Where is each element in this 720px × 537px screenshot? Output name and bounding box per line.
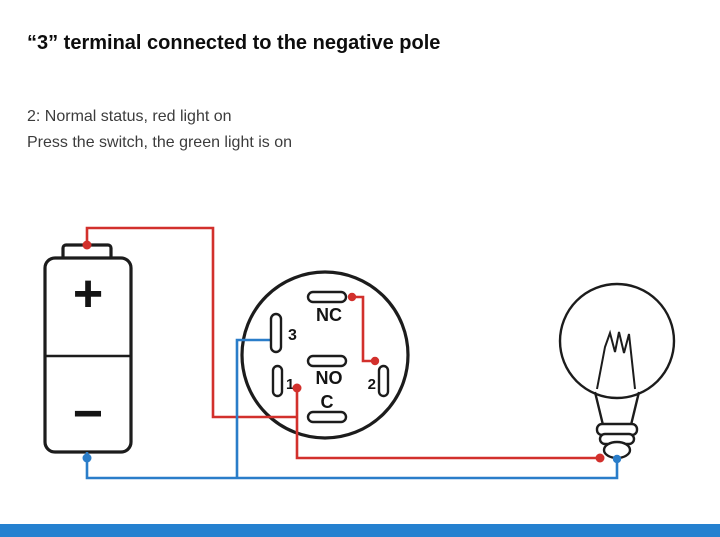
note-line-2: Press the switch, the green light is on: [27, 134, 293, 151]
dot-terminal-2: [370, 356, 380, 366]
battery-plus-label: +: [73, 265, 103, 323]
diagram-title: “3” terminal connected to the negative p…: [27, 32, 441, 54]
dot-battery-negative: [82, 453, 92, 463]
note-line-1: 2: Normal status, red light on: [27, 108, 232, 125]
dot-nc-contact: [347, 292, 357, 302]
bottom-bar: [0, 524, 720, 537]
battery: + −: [43, 243, 133, 454]
terminal-3-label: 3: [288, 327, 297, 344]
terminal-1-slot: [271, 364, 284, 398]
no-label: NO: [316, 368, 343, 388]
dot-bulb-base-red: [595, 453, 605, 463]
terminal-3-slot: [269, 312, 283, 354]
red-wire-switch-to-bulb: [295, 388, 600, 460]
bulb-neck-left: [593, 391, 605, 426]
dot-bulb-tip-blue: [612, 454, 622, 464]
red-jumper-nc-to-terminal-2: [352, 295, 375, 363]
switch-contacts: NC 3 NO 1 2 C: [269, 290, 390, 424]
bulb-neck-right: [629, 391, 641, 426]
blue-wire-negative-to-bulb: [85, 452, 619, 480]
nc-contact-slot: [306, 290, 348, 304]
dot-terminal-1: [292, 383, 302, 393]
battery-minus-label: −: [73, 385, 103, 443]
nc-label: NC: [316, 305, 342, 325]
bulb-filament: [596, 329, 636, 390]
terminal-1-label: 1: [286, 376, 294, 393]
red-wire-positive-to-switch: [85, 226, 297, 419]
c-contact-slot: [306, 410, 348, 424]
c-label: C: [321, 392, 334, 412]
dot-battery-positive: [82, 240, 92, 250]
blue-wire-to-terminal-3: [235, 338, 271, 478]
terminal-2-label: 2: [368, 376, 376, 393]
solder-dots: [82, 240, 622, 464]
light-bulb: [558, 282, 676, 460]
no-contact-slot: [306, 354, 348, 368]
terminal-2-slot: [377, 364, 390, 398]
